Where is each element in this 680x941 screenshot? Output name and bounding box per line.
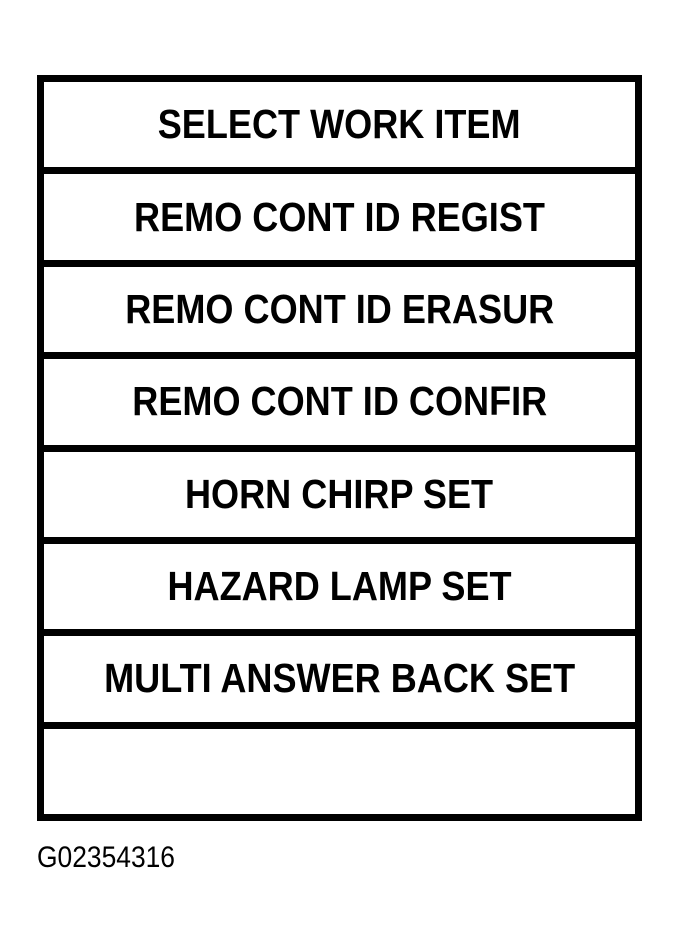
menu-title: SELECT WORK ITEM [158, 101, 521, 148]
figure-id-caption: G02354316 [37, 841, 175, 874]
menu-item-label: REMO CONT ID ERASUR [125, 285, 554, 332]
menu-item-label: HAZARD LAMP SET [167, 563, 512, 610]
menu-title-row: SELECT WORK ITEM [44, 82, 635, 168]
menu-item-remo-cont-id-confir[interactable]: REMO CONT ID CONFIR [44, 352, 635, 445]
menu-item-multi-answer-back-set[interactable]: MULTI ANSWER BACK SET [44, 629, 635, 722]
work-item-menu: SELECT WORK ITEM REMO CONT ID REGIST REM… [37, 75, 642, 821]
menu-item-remo-cont-id-regist[interactable]: REMO CONT ID REGIST [44, 167, 635, 260]
menu-item-horn-chirp-set[interactable]: HORN CHIRP SET [44, 444, 635, 537]
menu-item-label: REMO CONT ID CONFIR [132, 378, 547, 425]
menu-item-remo-cont-id-erasur[interactable]: REMO CONT ID ERASUR [44, 259, 635, 353]
menu-item-label: HORN CHIRP SET [185, 470, 494, 517]
menu-item-label: MULTI ANSWER BACK SET [103, 655, 576, 702]
menu-item-label: REMO CONT ID REGIST [134, 193, 545, 240]
menu-item-hazard-lamp-set[interactable]: HAZARD LAMP SET [44, 536, 635, 630]
menu-item-empty [44, 721, 635, 814]
